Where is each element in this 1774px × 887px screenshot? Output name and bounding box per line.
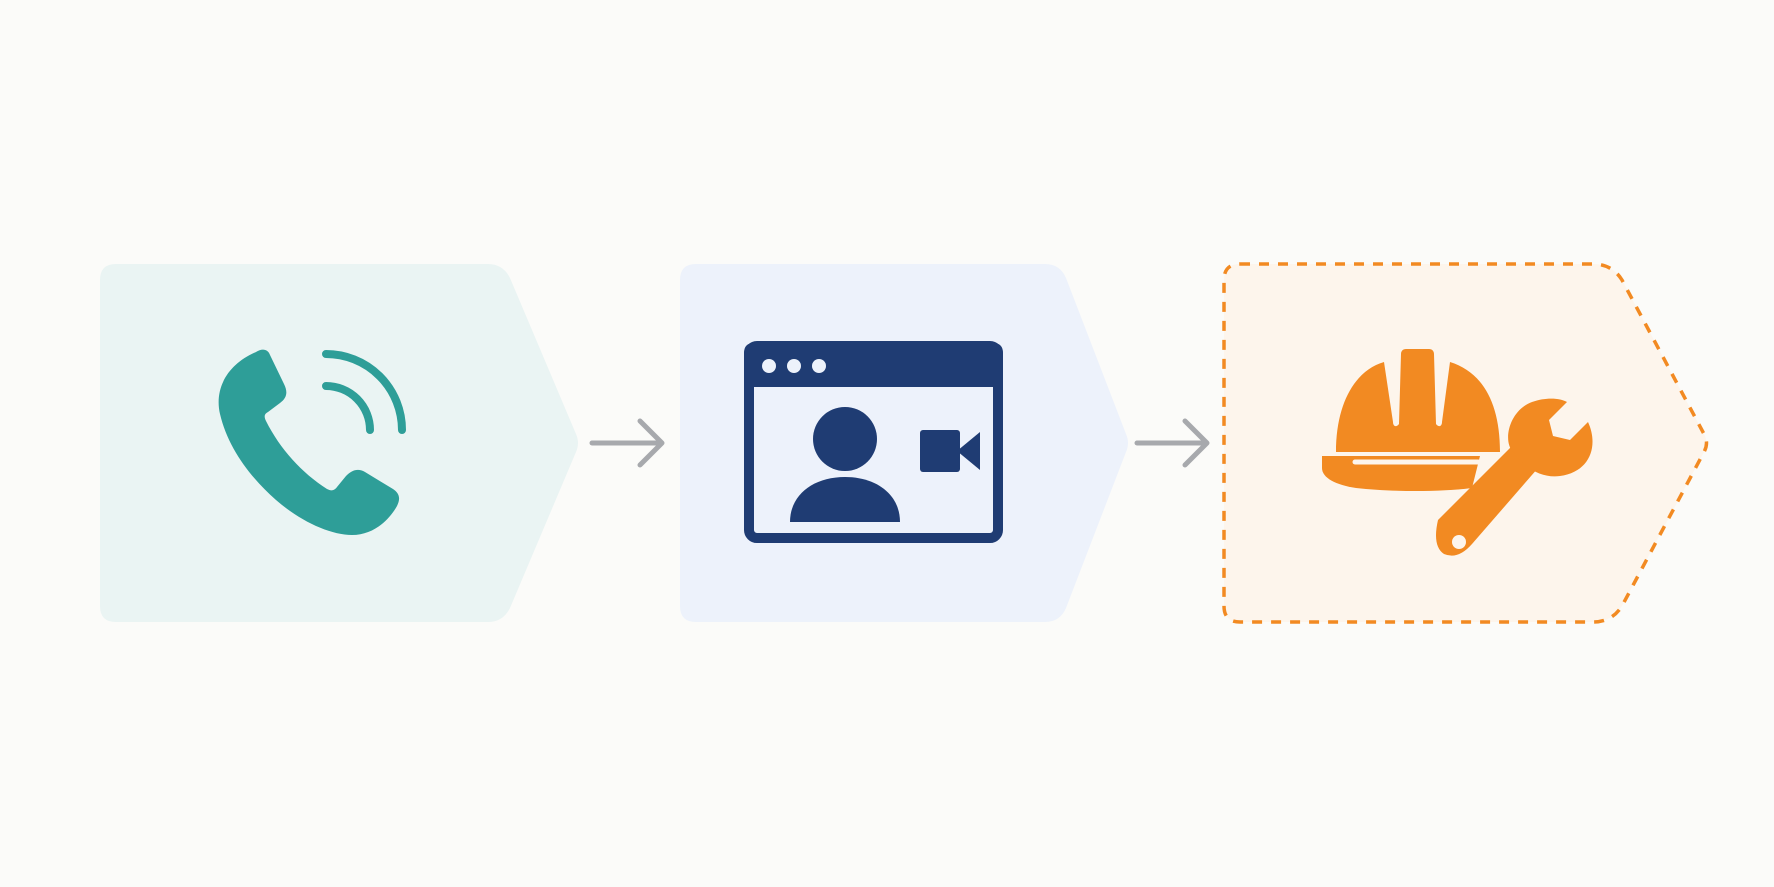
step-video-consultation: [680, 264, 1128, 622]
video-call-window-icon: [744, 341, 1003, 543]
phone-call-icon: [218, 349, 406, 535]
hard-hat-wrench-icon: [1322, 349, 1593, 556]
arrow-right-icon: [589, 418, 665, 468]
step-shape-phone-call: [100, 264, 578, 622]
arrow-right-icon: [1134, 418, 1210, 468]
step-phone-call: [100, 264, 578, 622]
step-on-site-technician: [1222, 262, 1709, 624]
